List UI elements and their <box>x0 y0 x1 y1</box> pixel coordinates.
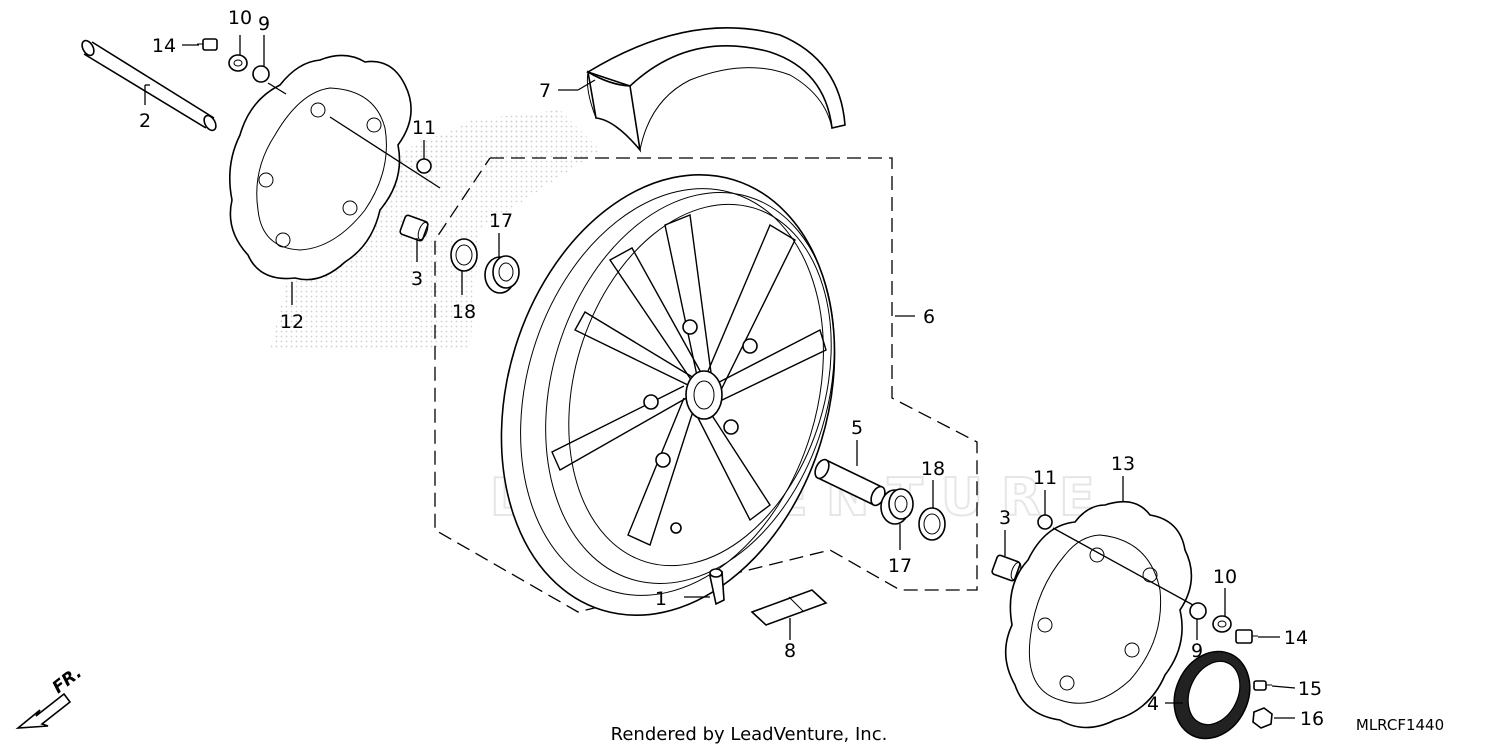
pulser-ring <box>1173 650 1251 740</box>
callout-2[interactable]: 2 <box>139 110 151 132</box>
callout-11-left[interactable]: 11 <box>412 117 436 139</box>
callout-17-left[interactable]: 17 <box>489 210 513 232</box>
bolt-right <box>1235 629 1258 644</box>
callout-16[interactable]: 16 <box>1300 708 1324 730</box>
axle <box>81 39 217 132</box>
callout-17-right[interactable]: 17 <box>888 555 912 577</box>
callout-15[interactable]: 15 <box>1298 678 1322 700</box>
callout-7[interactable]: 7 <box>539 80 551 102</box>
callout-3-right[interactable]: 3 <box>999 507 1011 529</box>
diagram-code: MLRCF1440 <box>1356 716 1444 734</box>
bearing-right <box>880 488 914 525</box>
callout-4[interactable]: 4 <box>1147 693 1159 715</box>
valve <box>709 568 725 606</box>
background-logo-stipple <box>270 110 600 350</box>
washer-left-hole <box>233 59 243 67</box>
oil-seal-left <box>450 238 478 272</box>
callout-13[interactable]: 13 <box>1111 453 1135 475</box>
callout-11-right[interactable]: 11 <box>1033 467 1057 489</box>
wheel <box>500 174 836 616</box>
small-washer-left <box>416 158 432 174</box>
washer-left <box>228 54 248 72</box>
callout-12[interactable]: 12 <box>280 311 304 333</box>
assembly-boundary <box>434 157 978 613</box>
brake-disc-right <box>1004 500 1193 729</box>
washer-right <box>1212 615 1232 633</box>
callout-10-left[interactable]: 10 <box>228 7 252 29</box>
render-credit: Rendered by LeadVenture, Inc. <box>611 724 888 745</box>
front-direction-label: FR. <box>49 663 86 698</box>
distance-collar <box>814 458 886 507</box>
callout-14-left[interactable]: 14 <box>152 35 176 57</box>
callout-18-left[interactable]: 18 <box>452 301 476 323</box>
leader-lines <box>144 35 1296 719</box>
front-direction-arrow-icon <box>15 692 72 729</box>
callout-9-left[interactable]: 9 <box>258 13 270 35</box>
callout-18-right[interactable]: 18 <box>921 458 945 480</box>
nut <box>1252 707 1273 729</box>
collar-right <box>991 554 1022 582</box>
callout-3-left[interactable]: 3 <box>411 268 423 290</box>
screw <box>1253 680 1272 691</box>
oil-seal-right <box>918 507 946 541</box>
seal-ring-right <box>1189 602 1207 620</box>
callout-1[interactable]: 1 <box>655 588 667 610</box>
seal-ring-left <box>252 65 270 83</box>
tire <box>586 27 846 153</box>
callout-10-right[interactable]: 10 <box>1213 566 1237 588</box>
collar-left <box>399 214 429 242</box>
bearing-left <box>484 255 520 294</box>
callout-8[interactable]: 8 <box>784 640 796 662</box>
callout-14-right[interactable]: 14 <box>1284 627 1308 649</box>
brake-disc-left <box>228 54 412 281</box>
balance-weight <box>750 589 828 626</box>
bolt-left <box>197 38 218 51</box>
callout-9-right[interactable]: 9 <box>1191 640 1203 662</box>
small-washer-right <box>1037 514 1053 530</box>
washer-right-hole <box>1217 620 1227 628</box>
callout-5[interactable]: 5 <box>851 417 863 439</box>
callout-6[interactable]: 6 <box>923 306 935 328</box>
